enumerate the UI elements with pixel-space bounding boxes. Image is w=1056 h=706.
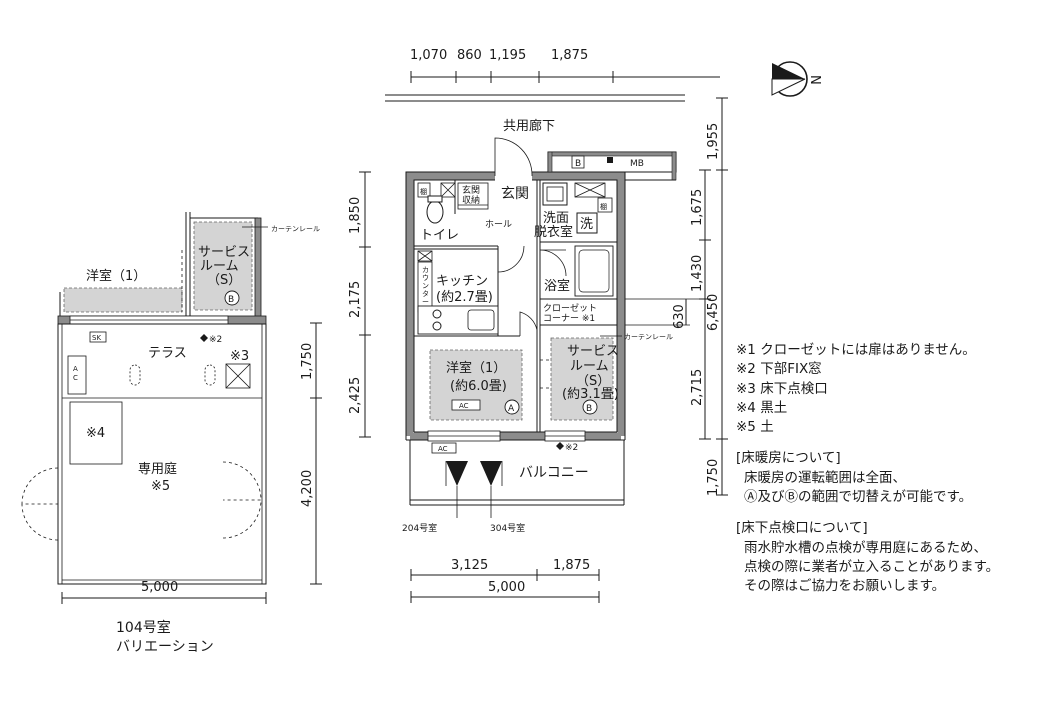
mark-b-104: B [228, 295, 234, 305]
service-size-label: (約3.1畳) [562, 387, 619, 402]
garden-note-label: ※5 [151, 479, 170, 494]
note-item-5: ※5 土 [736, 419, 774, 436]
note-item-3: ※3 床下点検口 [736, 380, 828, 397]
mark-a-main: A [508, 404, 515, 414]
kitchen-size-label: (約2.7畳) [436, 290, 493, 305]
inspection-line-2: 点検の際に業者が立入ることがあります。 [744, 558, 1000, 575]
mark-b-main: B [586, 404, 592, 414]
dim-104-right-2: 4,200 [300, 470, 315, 507]
curtain-rail-label-104: カーテンレール [271, 225, 320, 233]
notes-panel: ※1 クローゼットには扉はありません。 ※2 下部FIX窓 ※3 床下点検口 ※… [736, 341, 1056, 597]
dim-top-3: 1,195 [489, 48, 526, 63]
entrance-label: 玄関 [501, 185, 529, 202]
closet-corner-label: クローゼットコーナー ※1 [543, 302, 597, 324]
genkan-storage-label: 玄関収納 [462, 184, 480, 206]
service-room-label: サービスルーム（S） [567, 344, 619, 389]
western-size-label: (約6.0畳) [450, 379, 507, 394]
unit-304-label: 304号室 [490, 522, 525, 534]
unit-204-label: 204号室 [402, 522, 437, 534]
washroom-label: 洗面脱衣室 [534, 211, 573, 240]
counter-label: カウンター [422, 266, 429, 306]
curtain-rail-label: カーテンレール [624, 333, 673, 341]
dim-bottom-total: 5,000 [488, 580, 525, 595]
note-item-1: ※1 クローゼットには扉はありません。 [736, 342, 976, 358]
kitchen-label: キッチン [436, 274, 488, 289]
dim-top-4: 1,875 [551, 48, 588, 63]
dim-right-outer-1: 1,955 [706, 123, 721, 160]
dim-right-inner-3: 2,715 [690, 369, 705, 406]
terrace-label: テラス [148, 346, 187, 361]
note2-label-main: ※2 [565, 443, 578, 453]
right-inner-dimension-line: 1,675 1,430 2,715 630 [620, 169, 711, 440]
note2-label-104: ※2 [209, 335, 222, 345]
hall-label: ホール [485, 219, 512, 230]
toilet-label: トイレ [420, 228, 459, 243]
ac-label-balcony: AC [438, 445, 448, 453]
bath-label: 浴室 [544, 278, 570, 294]
right-outer-dimension-line: 1,955 6,450 1,750 [706, 97, 728, 496]
inspection-line-1: 雨水貯水槽の点検が専用庭にあるため、 [744, 539, 987, 556]
meter-b-label: B [575, 159, 581, 169]
north-arrow-icon: N [771, 61, 822, 97]
western-room-label: 洋室（1） [446, 360, 506, 376]
inspection-line-3: その際はご協力をお願いします。 [744, 578, 946, 595]
meter-box-label: MB [630, 159, 644, 169]
dim-bottom-2: 1,875 [553, 558, 590, 573]
note-item-4: ※4 黒土 [736, 399, 788, 416]
dim-104-right-1: 1,750 [300, 343, 315, 380]
note3-label: ※3 [230, 349, 249, 364]
shelf-label-1: 棚 [420, 187, 427, 196]
variation-caption-unit: 104号室 [116, 620, 171, 636]
dim-left-3: 2,425 [348, 377, 363, 414]
main-unit-plan: B MB 棚 玄関収納 玄関 [402, 137, 677, 534]
dim-104-bottom: 5,000 [141, 580, 178, 595]
western-room-label-104: 洋室（1） [86, 268, 146, 284]
note4-label: ※4 [86, 426, 105, 441]
balcony-label: バルコニー [519, 465, 589, 481]
inspection-title: [床下点検口について] [736, 520, 868, 537]
variation-caption: 104号室 バリエーション [116, 619, 214, 657]
top-dimension-line: 1,070 860 1,195 1,875 [410, 48, 720, 83]
washer-label: 洗 [580, 217, 593, 232]
sk-label: SK [92, 334, 101, 342]
variation-caption-title: バリエーション [116, 639, 214, 655]
compass-label: N [807, 75, 822, 85]
note-item-2: ※2 下部FIX窓 [736, 361, 822, 378]
dim-top-2: 860 [457, 48, 482, 63]
dim-left-2: 2,175 [348, 281, 363, 318]
dim-bottom-1: 3,125 [451, 558, 488, 573]
service-room-label-104: サービスルーム（S） [198, 245, 250, 288]
dim-right-outer-3: 1,750 [706, 459, 721, 496]
corridor-label: 共用廊下 [503, 118, 555, 134]
heating-line-2: Ⓐ及びⒷの範囲で切替えが可能です。 [744, 489, 973, 506]
dim-left-1: 1,850 [348, 197, 363, 234]
dim-right-inner-1: 1,675 [690, 189, 705, 226]
heating-line-1: 床暖房の運転範囲は全面、 [744, 469, 906, 486]
left-dimension-line: 1,850 2,175 2,425 [348, 171, 371, 438]
dim-right-inner-2: 1,430 [690, 255, 705, 292]
variation-104-plan: カーテンレール サービスルーム（S） B 洋室（1） AC A ※2 SK テラ… [21, 212, 322, 604]
ac-label-main: AC [459, 402, 469, 410]
garden-label: 専用庭 [138, 461, 177, 477]
shelf-label-2: 棚 [600, 202, 607, 211]
heating-title: [床暖房について] [736, 450, 841, 467]
dim-top-1: 1,070 [410, 48, 447, 63]
dim-630: 630 [672, 304, 687, 329]
bottom-dimension-line: 3,125 1,875 5,000 [410, 558, 600, 603]
dim-right-outer-2: 6,450 [706, 294, 721, 331]
